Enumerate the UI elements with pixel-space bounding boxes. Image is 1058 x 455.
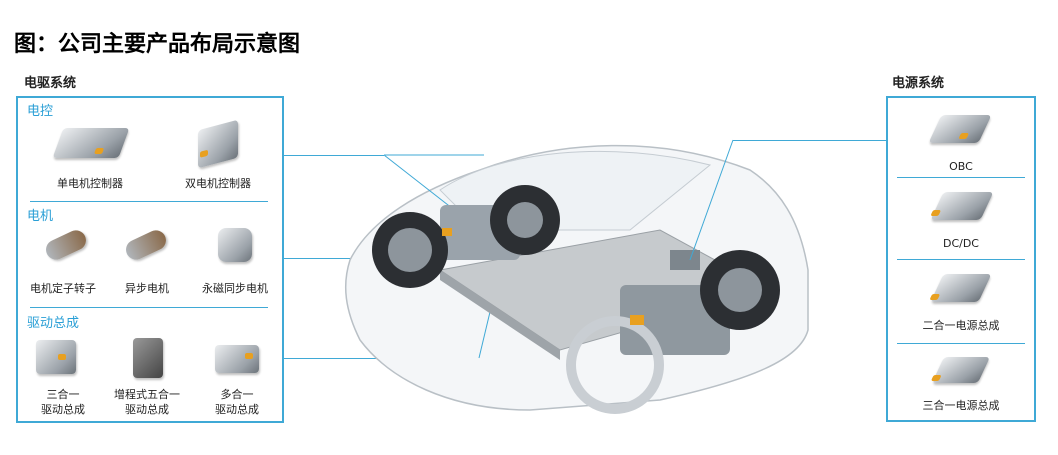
product-label: 增程式五合一驱动总成 [92,387,202,417]
label-line: 增程式五合一 [114,388,180,401]
label-line: 多合一 [220,388,254,401]
power-system-panel [886,96,1036,422]
product-label: OBC [949,160,973,173]
divider [30,201,268,202]
product-label: 双电机控制器 [185,177,251,190]
product-label: 异步电机 [125,282,169,295]
product-label: 永磁同步电机 [202,282,268,295]
single-motor-controller-image [52,128,130,158]
connector-line [284,155,384,156]
figure-title: 图：公司主要产品布局示意图 [14,32,301,57]
section-label: 电机 [27,209,54,224]
label-line: 驱动总成 [215,403,259,416]
pm-sync-motor-image [218,228,252,262]
car-illustration [344,139,809,414]
product-label: 二合一电源总成 [922,319,1000,332]
product-label: 三合一电源总成 [922,399,1000,412]
divider [30,307,268,308]
right-panel-header: 电源系统 [892,76,945,91]
divider [897,343,1025,344]
multi-in-one-drive-image [215,345,259,373]
divider [897,259,1025,260]
section-label: 驱动总成 [27,316,80,331]
label-line: 三合一 [46,388,80,401]
divider [897,177,1025,178]
product-label: 单电机控制器 [57,177,123,190]
product-label: DC/DC [942,237,979,250]
three-in-one-drive-image [36,340,76,374]
label-line: 驱动总成 [125,403,169,416]
five-in-one-drive-image [133,338,163,378]
label-line: 驱动总成 [41,403,85,416]
connector-line [733,140,886,141]
drive-system-panel [16,96,284,423]
product-label: 电机定子转子 [30,282,96,295]
product-label: 多合一驱动总成 [182,387,292,417]
product-label: 三合一驱动总成 [8,387,118,417]
section-label: 电控 [27,104,54,119]
left-panel-header: 电驱系统 [24,76,77,91]
